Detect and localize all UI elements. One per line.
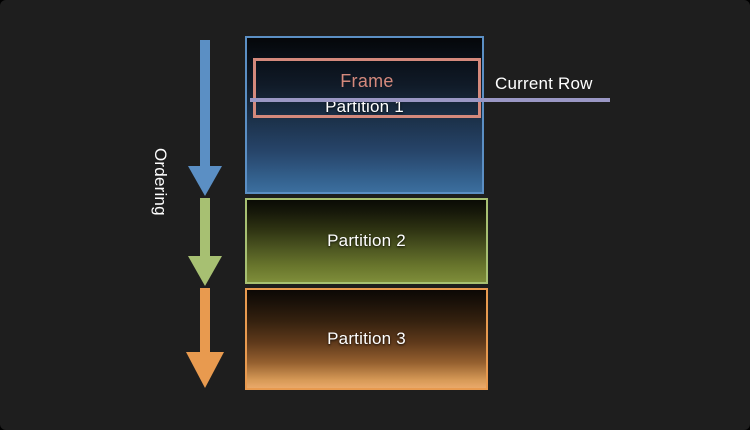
frame-label: Frame [340, 71, 394, 91]
current-row-line [250, 98, 610, 102]
blue-arrow-icon [188, 40, 222, 196]
green-arrow-icon [188, 198, 222, 286]
partition-box-2[interactable]: Partition 2 [245, 198, 488, 284]
orange-arrow-icon [186, 288, 224, 388]
current-row-label: Current Row [495, 74, 593, 93]
ordering-label: Ordering [151, 148, 170, 216]
partition-box-3[interactable]: Partition 3 [245, 288, 488, 390]
partition-label-2: Partition 2 [327, 231, 406, 250]
frame-box[interactable]: Frame [253, 58, 481, 118]
partition-label-3: Partition 3 [327, 329, 406, 348]
